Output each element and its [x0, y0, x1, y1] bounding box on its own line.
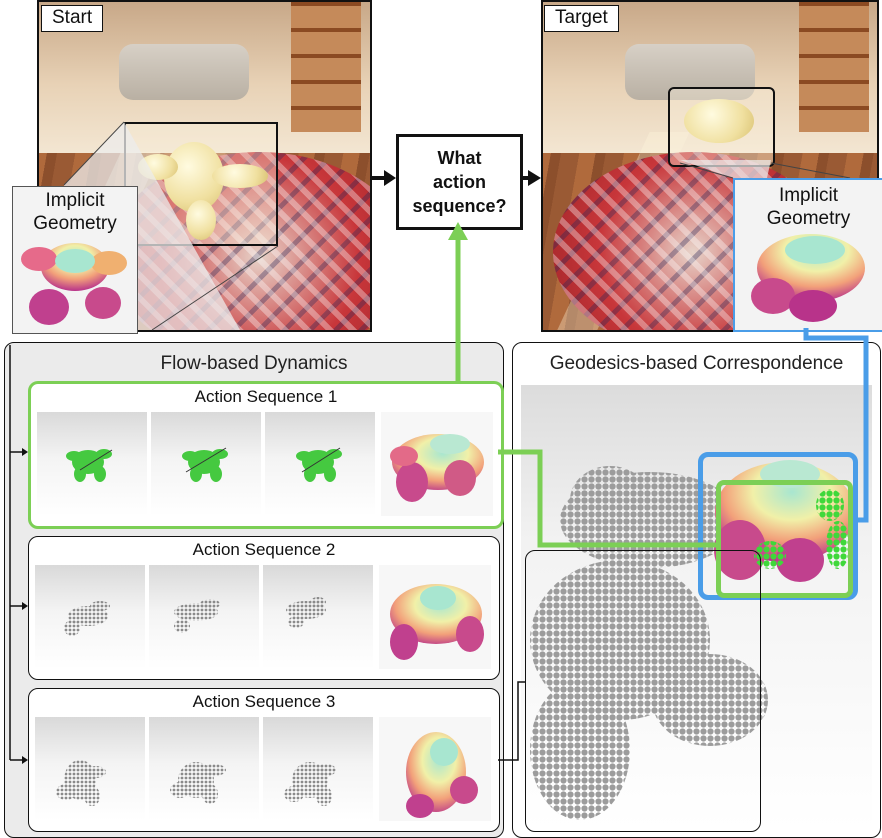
start-implicit-geometry-inset: Implicit Geometry — [12, 186, 138, 334]
seq2-shape-3 — [286, 597, 326, 628]
dough-object — [684, 99, 754, 143]
inset-title-line2: Geometry — [33, 213, 117, 234]
geo-panel-title: Geodesics-based Correspondence — [549, 353, 844, 374]
seq2-shape-1 — [64, 601, 110, 636]
seq2-result-shape — [390, 584, 484, 660]
seq3-result-shape — [406, 732, 478, 818]
dough-arm — [186, 200, 216, 240]
question-line1: What — [437, 148, 482, 168]
seq2-shape-2 — [174, 599, 220, 633]
bookshelf — [799, 2, 869, 132]
target-implicit-geometry-inset: Implicit Geometry — [733, 178, 882, 332]
inset-title-line1: Implicit — [778, 185, 839, 206]
flow-panel-title: Flow-based Dynamics — [160, 353, 348, 374]
green-sequence-box — [716, 480, 853, 598]
grey-point-cloud — [530, 466, 768, 820]
target-heatmap-shape — [751, 234, 865, 322]
sequence-1-label: Action Sequence 1 — [194, 387, 338, 406]
target-label: Target — [544, 5, 619, 32]
sequence-2-label: Action Sequence 2 — [192, 540, 336, 559]
green-matched-points — [754, 489, 850, 569]
start-heatmap-shape — [21, 243, 127, 325]
seq1-shape-1 — [66, 449, 112, 482]
seq1-shape-3 — [296, 449, 342, 482]
question-line3: sequence? — [412, 196, 507, 216]
zoom-region-box — [525, 550, 761, 832]
sofa — [625, 44, 755, 100]
bookshelf — [291, 2, 361, 132]
start-label: Start — [41, 5, 104, 32]
seq3-shape-2 — [170, 762, 226, 804]
inset-title-line1: Implicit — [45, 190, 105, 211]
sequence-3-label: Action Sequence 3 — [192, 692, 336, 711]
inset-title-line2: Geometry — [766, 208, 851, 229]
question-line2: action — [432, 172, 486, 192]
target-object-highlight — [668, 87, 775, 167]
seq3-shape-1 — [56, 760, 106, 806]
seq1-result-shape — [390, 434, 484, 502]
dough-arm — [212, 164, 268, 188]
sofa — [119, 44, 249, 100]
action-sequence-question: What action sequence? — [396, 134, 523, 230]
seq3-shape-3 — [284, 762, 336, 806]
